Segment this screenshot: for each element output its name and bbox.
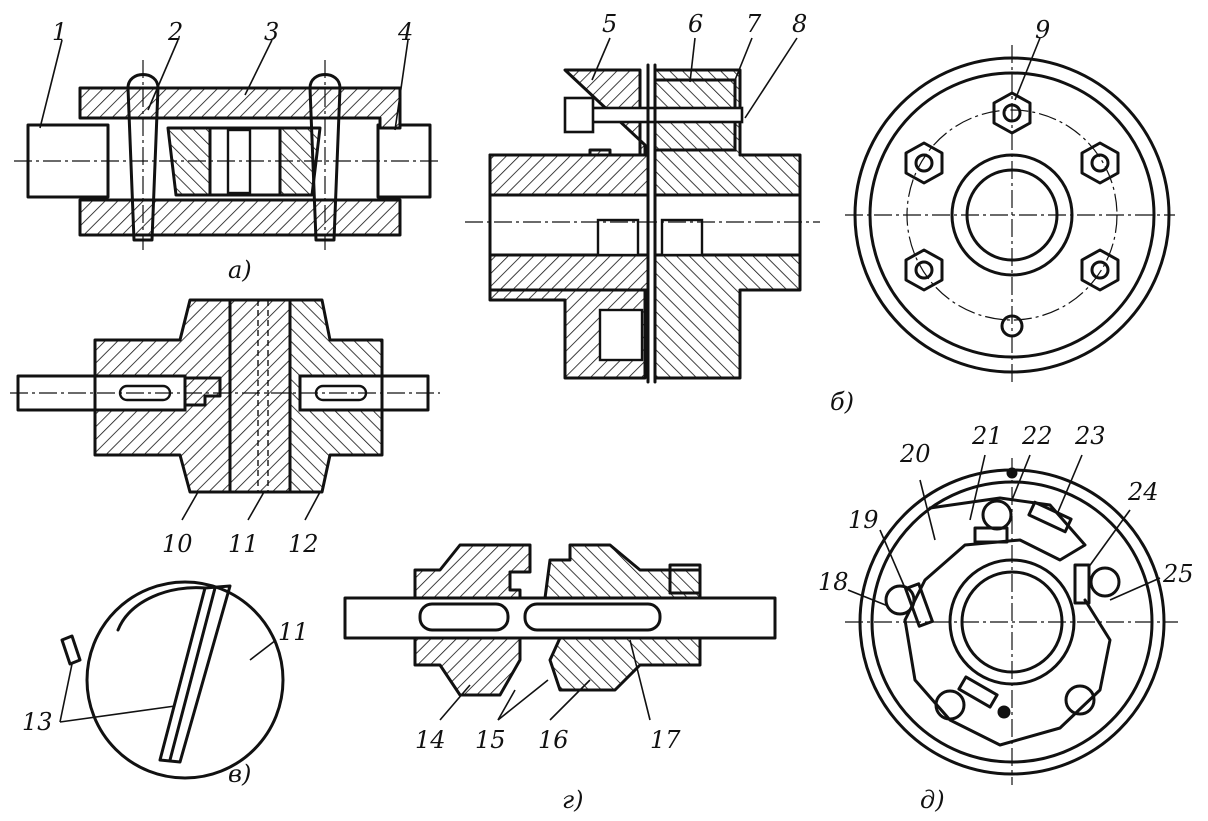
view-b-elastic-pin-coupling <box>465 37 820 384</box>
projection-13 <box>60 634 82 666</box>
spring-23 <box>1027 500 1073 534</box>
pawl-21 <box>973 526 1009 544</box>
label-5: 5 <box>602 10 617 38</box>
half-left-upper <box>413 543 532 600</box>
intermediate-disc-section <box>228 298 292 494</box>
label-22: 22 <box>1021 422 1053 450</box>
pawl-19 <box>904 582 934 628</box>
label-10: 10 <box>162 530 193 558</box>
pin-heads <box>904 91 1120 292</box>
label-12: 12 <box>288 530 319 558</box>
label-21: 21 <box>971 422 1003 450</box>
sleeve-bottom-section <box>78 198 402 237</box>
label-19: 19 <box>848 506 879 534</box>
label-23: 23 <box>1074 422 1106 450</box>
pin-nut <box>563 96 595 134</box>
label-9: 9 <box>1035 16 1050 44</box>
label-3: 3 <box>264 18 279 46</box>
key-17 <box>523 602 662 632</box>
label-24: 24 <box>1127 478 1159 506</box>
label-7: 7 <box>746 10 762 38</box>
label-4: 4 <box>397 18 413 46</box>
key-14 <box>418 602 510 632</box>
label-17: 17 <box>650 726 681 754</box>
pawl-24 <box>1073 563 1091 605</box>
label-25: 25 <box>1162 560 1194 588</box>
label-14: 14 <box>415 726 446 754</box>
labels: 1 2 3 4 а) 5 6 7 8 9 б) 10 11 12 11 13 в… <box>22 10 1194 814</box>
taper-pin-left <box>126 73 160 242</box>
label-11: 11 <box>228 530 259 558</box>
lock-screw <box>668 563 702 595</box>
taper-pin-right <box>308 73 342 242</box>
label-8: 8 <box>792 10 807 38</box>
sleeve-top-section <box>78 86 402 130</box>
disc-outline <box>85 580 285 780</box>
caption-d: д) <box>920 786 945 814</box>
caption-a: а) <box>228 256 252 284</box>
caption-b: б) <box>830 388 854 416</box>
label-1: 1 <box>52 18 67 46</box>
tenon <box>183 376 222 407</box>
view-d-pawl-coupling <box>845 454 1178 785</box>
pawl-pivot-right <box>1089 566 1121 598</box>
pawl-pivot-bottom-left <box>934 689 966 721</box>
left-hub-lower-wall <box>488 253 650 292</box>
pawl-lower <box>957 675 999 709</box>
label-15: 15 <box>475 726 506 754</box>
view-v-disc <box>59 580 285 780</box>
label-6: 6 <box>688 10 703 38</box>
label-16: 16 <box>538 726 569 754</box>
label-2: 2 <box>167 18 183 46</box>
label-11-disc: 11 <box>278 618 309 646</box>
pawl-pivot-top <box>981 499 1013 531</box>
caption-v: в) <box>228 760 251 788</box>
label-20: 20 <box>899 440 931 468</box>
pawl-pivot-left <box>884 584 916 616</box>
view-a-sleeve-coupling <box>14 39 440 250</box>
view-flanged-coupling <box>10 298 440 521</box>
label-13: 13 <box>22 708 53 736</box>
caption-g: г) <box>562 786 584 814</box>
pawl-pivot-bottom-right <box>1064 684 1096 716</box>
right-hub-lower <box>653 253 802 380</box>
half-right-upper <box>543 543 702 600</box>
view-b-end-view <box>845 37 1175 385</box>
disc-tenon-ridge <box>158 584 232 764</box>
half-right-lower <box>548 636 702 692</box>
disc-inner-arc <box>116 586 207 632</box>
label-18: 18 <box>818 568 849 596</box>
coupling-pin <box>570 106 744 124</box>
left-hub-upper-wall <box>488 153 650 197</box>
view-g-jaw-coupling <box>343 543 777 721</box>
half-left-lower <box>413 636 522 697</box>
